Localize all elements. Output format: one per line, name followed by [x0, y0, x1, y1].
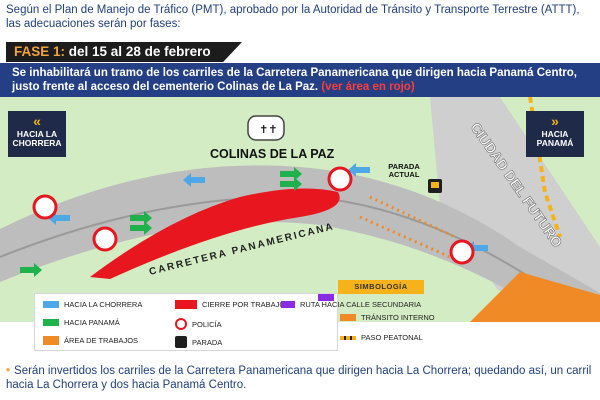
- green-arrow-icon: [130, 211, 152, 225]
- traffic-map: ✝✝: [0, 97, 600, 322]
- blue-arrow-icon: [348, 163, 370, 177]
- double-arrow-left-icon: «: [33, 113, 41, 129]
- crosswalk-icon: [340, 335, 356, 340]
- cemetery-icon: [247, 115, 285, 141]
- legend-item: HACIA LA CHORRERA: [43, 300, 142, 309]
- legend-item: ÁREA DE TRABAJOS: [43, 336, 138, 345]
- bullet-icon: •: [6, 365, 11, 377]
- closure-area: [90, 188, 340, 279]
- legend-item: TRÁNSITO INTERNO: [340, 313, 435, 322]
- legend-item: POLICÍA: [175, 318, 222, 330]
- police-icon: [327, 166, 353, 192]
- left-direction-sign: « HACIA LA CHORRERA: [8, 111, 66, 157]
- purple-arrow-icon: [281, 301, 295, 308]
- bus-stop-icon: [175, 336, 187, 348]
- right-direction-label: HACIA PANAMÁ: [536, 129, 574, 148]
- stop-label: PARADA ACTUAL: [388, 162, 420, 179]
- legend-item: [318, 294, 339, 301]
- legend-label: POLICÍA: [192, 319, 222, 329]
- legend-label: TRÁNSITO INTERNO: [361, 313, 435, 322]
- left-direction-label: HACIA LA CHORRERA: [12, 129, 62, 148]
- green-arrows: [20, 167, 302, 277]
- police-icon: [32, 194, 58, 220]
- note-body: Serán invertidos los carriles de la Carr…: [6, 365, 592, 391]
- cemetery-label: COLINAS DE LA PAZ: [210, 147, 335, 161]
- green-arrow-icon: [20, 263, 42, 277]
- internal-route: [369, 195, 456, 239]
- legend-label: HACIA LA CHORRERA: [64, 300, 143, 309]
- phase-banner: FASE 1: del 15 al 28 de febrero: [6, 42, 242, 62]
- green-arrow-icon: [43, 319, 59, 326]
- legend-item: RUTA HACIA CALLE SECUNDARIA: [281, 300, 421, 309]
- legend-item: HACIA PANAMÁ: [43, 318, 120, 327]
- svg-text:✝✝: ✝✝: [259, 123, 277, 136]
- legend-label: PARADA: [192, 337, 223, 347]
- police-icon: [92, 226, 118, 252]
- double-arrow-right-icon: »: [551, 113, 559, 129]
- green-arrow-icon: [280, 167, 302, 181]
- note-text: •Serán invertidos los carriles de la Car…: [6, 364, 596, 392]
- legend-label: CIERRE POR TRABAJOS: [202, 300, 291, 309]
- info-text: Se inhabilitará un tramo de los carriles…: [12, 67, 577, 93]
- legend-label: RUTA HACIA CALLE SECUNDARIA: [300, 300, 422, 309]
- info-highlight: (ver área en rojo): [321, 81, 415, 93]
- right-direction-sign: » HACIA PANAMÁ: [526, 111, 584, 157]
- map-drawing: ✝✝: [0, 97, 600, 322]
- legend-label: ÁREA DE TRABAJOS: [64, 336, 139, 345]
- legend-title: SIMBOLOGÍA: [338, 280, 424, 294]
- blue-arrow-icon: [183, 173, 205, 187]
- works-area: [470, 272, 600, 322]
- legend-item: PASO PEATONAL: [340, 333, 423, 342]
- purple-arrow-icon: [318, 294, 334, 301]
- side-road: [430, 97, 600, 322]
- legend-item: CIERRE POR TRABAJOS: [175, 300, 290, 309]
- legend: HACIA LA CHORRERA HACIA PANAMÁ ÁREA DE T…: [34, 293, 421, 351]
- legend-label: HACIA PANAMÁ: [64, 318, 120, 327]
- info-banner: Se inhabilitará un tramo de los carriles…: [0, 63, 600, 97]
- internal-route-2: [359, 215, 451, 259]
- orange-area-icon: [43, 336, 59, 345]
- legend-label: PASO PEATONAL: [361, 333, 423, 342]
- green-arrow-icon: [280, 177, 302, 191]
- police-markers: [32, 166, 475, 265]
- main-road: [0, 165, 600, 322]
- police-icon: [449, 239, 475, 265]
- intro-text: Según el Plan de Manejo de Tráfico (PMT)…: [6, 4, 580, 30]
- red-area-icon: [175, 300, 197, 309]
- police-icon: [175, 318, 187, 330]
- blue-arrow-icon: [43, 301, 59, 308]
- phase-dates: del 15 al 28 de febrero: [68, 44, 211, 59]
- green-arrow-icon: [130, 221, 152, 235]
- orange-arrow-icon: [340, 314, 356, 321]
- legend-item: PARADA: [175, 336, 222, 348]
- phase-label: FASE 1:: [14, 44, 66, 59]
